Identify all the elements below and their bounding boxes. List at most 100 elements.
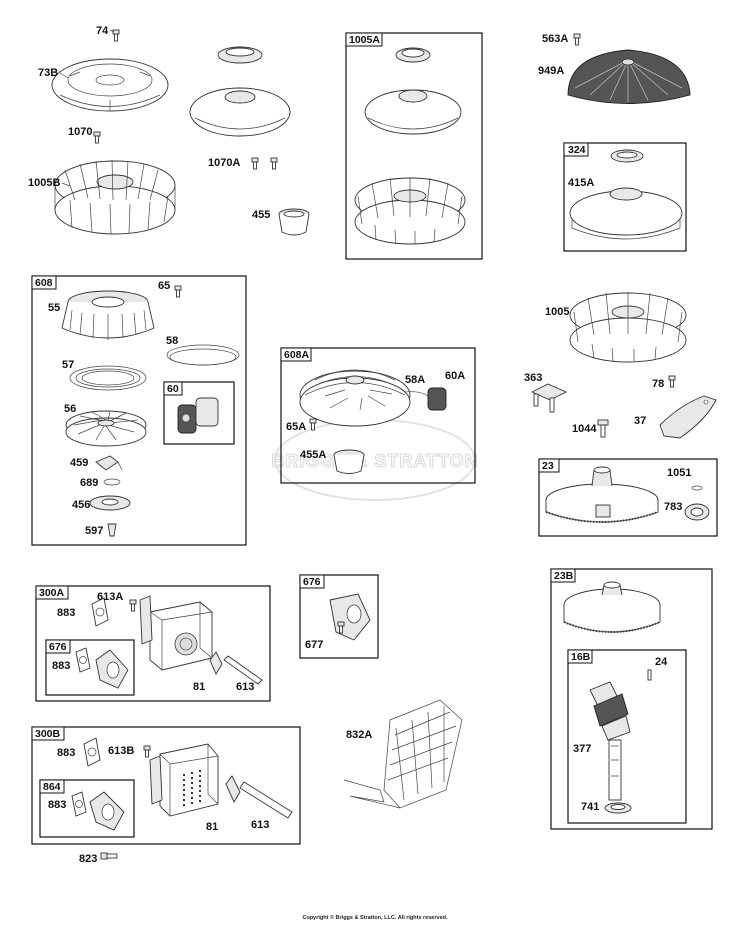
gasket-883a[interactable] [91,597,109,627]
svg-text:676: 676 [303,576,321,588]
label-415a: 415A [568,177,594,189]
key-24[interactable] [647,669,652,681]
pin-613b[interactable] [239,781,293,819]
gasket-883c[interactable] [83,737,101,767]
bracket-81a[interactable] [209,651,223,675]
group-300a: 300A 676 [35,585,271,702]
handle-60[interactable] [177,397,219,434]
blower-housing-center[interactable] [189,46,291,137]
label-823: 823 [79,853,97,865]
group-324: 324 [563,142,687,252]
bolt-65[interactable] [174,285,182,298]
gasket-883d[interactable] [71,791,87,817]
blower-housing-73b[interactable] [51,58,169,112]
flywheel-23[interactable] [545,466,659,523]
gear-741[interactable] [604,802,632,814]
gear-783[interactable] [684,503,710,521]
label-37: 37 [634,415,646,427]
guard-832a[interactable] [343,699,463,809]
svg-text:BRIGGS & STRATTON: BRIGGS & STRATTON [271,451,478,471]
fan-1005a[interactable] [354,177,466,245]
group-23b: 23B [550,568,713,830]
bracket-81b[interactable] [225,775,241,803]
retainer-456[interactable] [89,495,131,511]
fan-1005[interactable] [569,292,687,363]
cup-455a[interactable] [333,449,365,474]
label-363: 363 [524,372,542,384]
gasket-883b[interactable] [75,647,91,673]
label-677: 677 [305,639,323,651]
spring-689[interactable] [103,478,121,486]
starter-608a[interactable] [299,369,433,427]
screw-1044[interactable] [597,419,609,438]
group-608a: 608A [280,347,476,484]
adapter-864[interactable] [89,791,125,831]
dog-459[interactable] [95,455,123,471]
label-60a: 60A [445,370,465,382]
group-1005a: 1005A [345,32,483,260]
grille-949a[interactable] [567,49,691,104]
screw-613b[interactable] [143,745,151,758]
label-949a: 949A [538,65,564,77]
flywheel-23b[interactable] [563,581,661,633]
handle-60a[interactable] [427,387,447,411]
shield-676[interactable] [329,593,371,641]
flywheel-fan-1005b[interactable] [54,159,176,235]
screw-78[interactable] [668,375,676,388]
label-597: 597 [85,525,103,537]
label-455a: 455A [300,449,326,461]
svg-text:864: 864 [43,781,61,793]
label-613b: 613B [108,745,134,757]
cup-455[interactable] [278,208,310,236]
label-459: 459 [70,457,88,469]
housing-1005a[interactable] [364,47,462,135]
label-783: 783 [664,501,682,513]
label-55: 55 [48,302,60,314]
group-676b: 676 [299,574,379,659]
baffle-37[interactable] [659,395,717,439]
label-58: 58 [166,335,178,347]
adapter-676a[interactable] [95,649,129,689]
svg-text:300A: 300A [39,587,65,599]
screw-597[interactable] [107,523,117,537]
svg-text:16B: 16B [571,651,591,663]
label-883a: 883 [57,607,75,619]
label-883d: 883 [48,799,66,811]
screw-563a[interactable] [573,33,581,46]
crankshaft-377[interactable] [589,681,631,801]
label-613a: 613A [97,591,123,603]
label-74: 74 [96,25,109,37]
label-65a: 65A [286,421,306,433]
screw-613a[interactable] [129,599,137,612]
group-23: 23 [538,458,718,537]
screw-1070[interactable] [93,131,101,144]
label-741: 741 [581,801,599,813]
key-1051[interactable] [691,485,703,491]
muffler-300b[interactable] [149,743,219,817]
svg-text:608A: 608A [284,349,310,361]
label-57: 57 [62,359,74,371]
pulley-56[interactable] [65,410,147,447]
label-81a: 81 [193,681,205,693]
rope-58[interactable] [166,344,240,366]
starter-cover-55[interactable] [61,290,155,340]
housing-415a[interactable] [569,149,683,240]
svg-text:1005A: 1005A [349,34,380,46]
label-78: 78 [652,378,664,390]
svg-text:23: 23 [542,460,554,472]
screw-1070a-2[interactable] [270,157,278,170]
screw-1070a-1[interactable] [251,157,259,170]
label-832a: 832A [346,729,372,741]
pin-613a[interactable] [223,655,263,685]
svg-text:676: 676 [49,641,67,653]
spring-57[interactable] [69,365,147,391]
muffler-300a[interactable] [139,595,213,671]
label-1070: 1070 [68,126,92,138]
group-60: 60 [163,381,235,445]
svg-text:324: 324 [568,144,586,156]
label-65: 65 [158,280,170,292]
label-1005: 1005 [545,306,569,318]
screw-823[interactable] [100,852,118,860]
bracket-363[interactable] [530,383,568,413]
group-300b: 300B 864 [31,726,301,845]
